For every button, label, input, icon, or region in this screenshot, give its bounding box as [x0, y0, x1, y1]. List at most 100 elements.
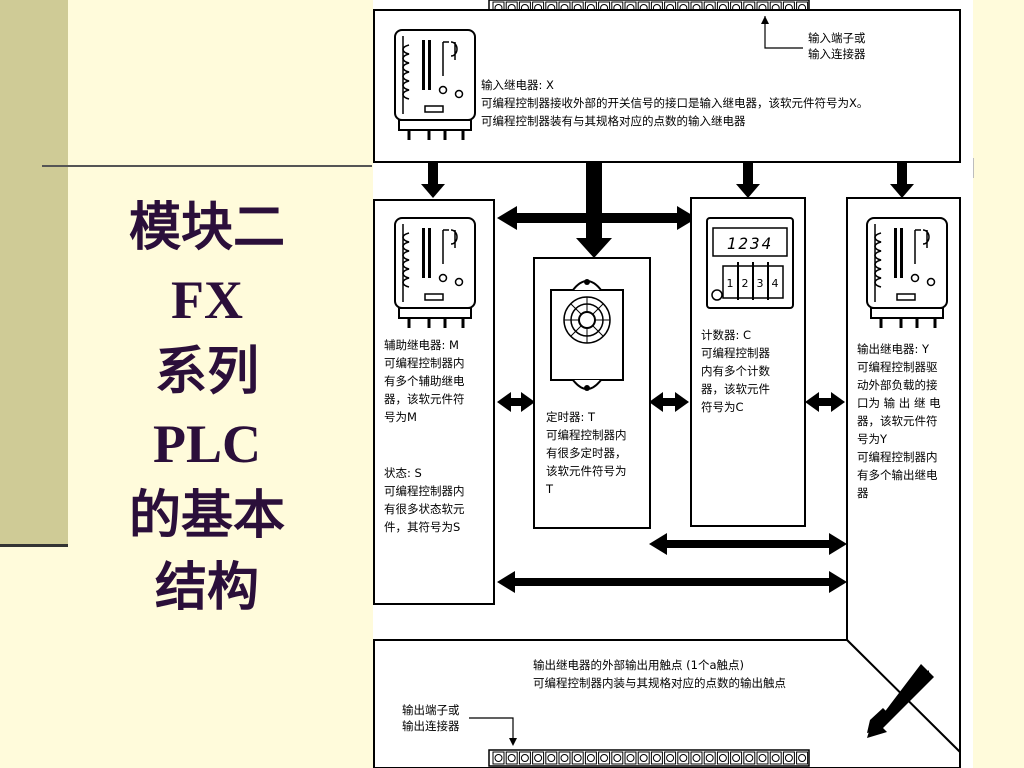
title-line: 的基本 — [128, 485, 285, 546]
text-line: 可编程控制器内装与其规格对应的点数的输出触点 — [533, 676, 786, 690]
terminal-screw — [784, 754, 793, 762]
divider-line — [42, 165, 372, 167]
aux-relay-description: 辅助继电器: M 可编程控制器内 有多个辅助继电 器，该软元件符 号为M — [384, 336, 465, 426]
text-line: 输入继电器: X — [481, 78, 554, 92]
text-line: 件，其符号为S — [384, 520, 461, 534]
text-line: 可编程控制器内 — [384, 356, 465, 370]
counter-icon — [706, 217, 794, 309]
terminal-cell — [796, 751, 809, 765]
terminal-screw — [771, 754, 780, 762]
text-line: 输出继电器的外部输出用触点 (1个a触点) — [533, 658, 744, 672]
title-line: 结构 — [154, 557, 259, 618]
text-line: 器，该软元件 — [701, 382, 770, 396]
terminal-screw — [507, 754, 516, 762]
terminal-screw — [586, 754, 595, 762]
terminal-cell — [756, 751, 769, 765]
terminal-screw — [626, 754, 635, 762]
label-line: 输出端子或 — [402, 703, 460, 717]
text-line: 符号为C — [701, 400, 744, 414]
terminal-screw — [718, 754, 727, 762]
terminal-screw — [494, 754, 503, 762]
divider-line-bottom — [0, 544, 68, 547]
terminal-cell — [584, 751, 597, 765]
text-line: 定时器: T — [546, 410, 596, 424]
input-terminal-label: 输入端子或 输入连接器 — [808, 30, 866, 62]
text-line: 有很多定时器， — [546, 446, 627, 460]
terminal-cell — [690, 751, 703, 765]
text-line: 输出继电器: Y — [857, 342, 930, 356]
text-line: 器 — [857, 486, 869, 500]
terminal-cell — [532, 751, 545, 765]
text-line: T — [546, 482, 554, 496]
text-line: 号为M — [384, 410, 417, 424]
title-line: 系列 — [154, 341, 259, 402]
title-line: PLC — [153, 414, 261, 474]
left-accent-bar — [0, 0, 68, 545]
terminal-screw — [692, 754, 701, 762]
state-description: 状态: S 可编程控制器内 有很多状态软元 件，其符号为S — [384, 464, 465, 536]
text-line: 器，该软元件符 — [857, 414, 938, 428]
terminal-cell — [703, 751, 716, 765]
plc-structure-diagram: 1234 1 2 3 4 输入端子或 输入连接器 输入继电器: X 可编程控制器… — [373, 0, 973, 768]
terminal-cell — [782, 751, 795, 765]
counter-digit: 1 — [727, 277, 734, 290]
terminal-cell — [664, 751, 677, 765]
output-terminal-pointer — [469, 717, 514, 744]
output-relay-icon — [865, 216, 949, 330]
counter-description: 计数器: C 可编程控制器 内有多个计数 器，该软元件 符号为C — [701, 326, 770, 416]
terminal-cell — [730, 751, 743, 765]
terminal-cell — [505, 751, 518, 765]
terminal-cell — [611, 751, 624, 765]
text-line: 状态: S — [384, 466, 422, 480]
terminal-screw — [520, 754, 529, 762]
counter-digit: 2 — [742, 277, 749, 290]
text-line: 计数器: C — [701, 328, 752, 342]
terminal-screw — [639, 754, 648, 762]
terminal-cell — [677, 751, 690, 765]
text-line: 可编程控制器内 — [384, 484, 465, 498]
counter-digit: 4 — [772, 277, 779, 290]
input-terminal-pointer — [764, 16, 803, 49]
output-contact-box — [373, 639, 961, 768]
timer-icon — [550, 279, 624, 391]
text-line: 辅助继电器: M — [384, 338, 459, 352]
text-line: 有很多状态软元 — [384, 502, 465, 516]
counter-digit: 3 — [757, 277, 764, 290]
terminal-screw — [679, 754, 688, 762]
title-line: 模块二 — [128, 197, 285, 258]
terminal-cell — [650, 751, 663, 765]
terminal-cell — [518, 751, 531, 765]
data-bus-arrows — [497, 206, 847, 593]
output-terminal-strip — [488, 749, 810, 767]
text-line: 可编程控制器 — [701, 346, 770, 360]
terminal-cell — [769, 751, 782, 765]
terminal-cell — [598, 751, 611, 765]
terminal-screw — [534, 754, 543, 762]
terminal-screw — [758, 754, 767, 762]
terminal-screw — [745, 754, 754, 762]
text-line: 动外部负载的接 — [857, 378, 938, 392]
text-line: 有多个输出继电 — [857, 468, 938, 482]
text-line: 内有多个计数 — [701, 364, 770, 378]
terminal-screw — [705, 754, 714, 762]
terminal-screw — [573, 754, 582, 762]
aux-relay-icon — [393, 216, 477, 330]
terminal-screw — [666, 754, 675, 762]
text-line: 可编程控制器接收外部的开关信号的接口是输入继电器，该软元件符号为X。 — [481, 96, 869, 110]
terminal-screw — [547, 754, 556, 762]
output-relay-description: 输出继电器: Y 可编程控制器驱 动外部负载的接 口为 输 出 继 电 器，该软… — [857, 340, 941, 502]
terminal-cell — [545, 751, 558, 765]
text-line: 口为 输 出 继 电 — [857, 396, 941, 410]
text-line: 该软元件符号为 — [546, 464, 627, 478]
terminal-screw — [732, 754, 741, 762]
text-line: 可编程控制器内 — [546, 428, 627, 442]
terminal-screw — [600, 754, 609, 762]
terminal-cell — [558, 751, 571, 765]
terminal-screw — [798, 754, 807, 762]
terminal-screw — [613, 754, 622, 762]
title-line: FX — [171, 270, 243, 330]
text-line: 可编程控制器装有与其规格对应的点数的输入继电器 — [481, 114, 746, 128]
terminal-screw — [560, 754, 569, 762]
slide-title: 模块二 FX 系列 PLC 的基本 结构 — [100, 192, 314, 624]
terminal-screw — [652, 754, 661, 762]
